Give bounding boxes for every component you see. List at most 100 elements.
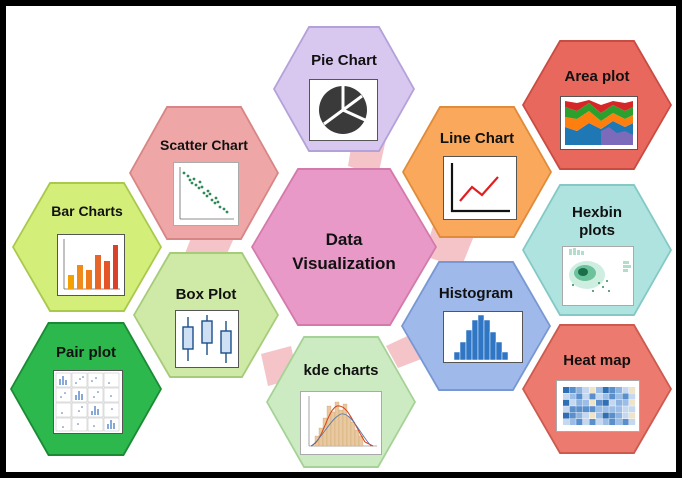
heatmap-cell [602,419,609,425]
node-histogram-label: Histogram [438,285,514,302]
heatmap-cell [576,419,583,425]
center-title-line1: Data [325,230,363,249]
heatmap-cell [563,412,570,419]
heatmap-cell [622,419,629,425]
heatmap-cell [629,406,636,413]
kde-charts-thumbnail [300,391,382,455]
heatmap-cell [582,406,589,413]
heatmap-cell [589,387,596,393]
heatmap-cell [589,399,596,406]
heatmap-cell [576,399,583,406]
node-area-plot-label: Area plot [564,68,630,85]
heatmap-cell [589,393,596,400]
heatmap-cell [615,393,622,400]
heatmap-cell [569,399,576,406]
heatmap-cell [609,412,616,419]
heatmap-cell [563,393,570,400]
heatmap-cell [602,399,609,406]
heatmap-cell [576,393,583,400]
node-scatter-chart-label: Scatter Chart [160,137,248,153]
heatmap-cell [615,399,622,406]
node-pie-chart-label: Pie Chart [311,52,377,69]
heatmap-cell [609,406,616,413]
node-hexbin-plots-label: Hexbin plots [522,204,672,240]
heatmap-cell [582,419,589,425]
heatmap-cell [609,393,616,400]
heatmap-cell [596,393,603,400]
heatmap-cell [615,412,622,419]
heatmap-cell [596,387,603,393]
heatmap-cell [615,406,622,413]
heatmap-cell [602,387,609,393]
heatmap-cell [602,406,609,413]
node-data-visualization: Data Visualization [251,168,437,326]
node-line-chart-label: Line Chart [439,130,515,147]
pair-plot-thumbnail [53,370,123,434]
heatmap-cell [576,406,583,413]
node-kde-charts-label: kde charts [303,362,379,379]
scatter-chart-thumbnail [173,162,239,226]
node-heat-map-label: Heat map [563,352,631,369]
line-chart-thumbnail [443,156,517,220]
hexbin-line2: plots [579,222,615,239]
heatmap-cell [629,399,636,406]
heatmap-cell [615,387,622,393]
heatmap-cell [602,393,609,400]
heatmap-cell [589,419,596,425]
pie-chart-thumbnail [309,79,378,141]
node-bar-charts-label: Bar Charts [51,203,123,219]
heatmap-cell [563,406,570,413]
box-plot-thumbnail [175,310,239,368]
heatmap-cell [622,412,629,419]
node-kde-charts: kde charts [266,336,416,468]
connector-box-scatter [184,238,234,256]
diagram-canvas: Pie Chart Scatter Chart [6,6,676,472]
heatmap-cell [582,387,589,393]
heatmap-cell [629,412,636,419]
area-plot-thumbnail [560,96,638,150]
node-line-chart: Line Chart [402,106,552,238]
heatmap-cell [629,393,636,400]
heatmap-cell [569,387,576,393]
center-title-line2: Visualization [292,254,396,273]
heatmap-cell [622,393,629,400]
heatmap-cell [622,399,629,406]
heatmap-cell [596,412,603,419]
heatmap-cell [569,393,576,400]
heatmap-cell [563,419,570,425]
node-box-plot-label: Box Plot [175,286,237,303]
heatmap-cell [596,419,603,425]
node-pair-plot: Pair plot [10,322,162,456]
heatmap-cell [582,412,589,419]
heatmap-cell [563,399,570,406]
bar-charts-thumbnail [57,234,125,296]
heatmap-cell [589,406,596,413]
histogram-thumbnail [443,311,523,363]
heatmap-cell [569,412,576,419]
heat-map-thumbnail [556,380,640,432]
heatmap-cell [602,412,609,419]
hexbin-line1: Hexbin [571,204,622,221]
node-pair-plot-label: Pair plot [55,344,116,361]
heatmap-cell [622,387,629,393]
heatmap-cell [582,393,589,400]
node-hexbin-plots: Hexbin plots [522,184,672,316]
heatmap-cell [589,412,596,419]
node-area-plot: Area plot [522,40,672,170]
hexbin-plots-thumbnail [562,246,634,306]
heatmap-cell [563,387,570,393]
heatmap-cell [596,406,603,413]
heatmap-cell [609,387,616,393]
heatmap-cell [576,412,583,419]
heatmap-cell [569,406,576,413]
heatmap-cell [609,419,616,425]
heatmap-cell [576,387,583,393]
heatmap-cell [629,419,636,425]
heatmap-cell [615,419,622,425]
heatmap-cell [569,419,576,425]
heatmap-cell [629,387,636,393]
center-title: Data Visualization [251,228,437,276]
heatmap-cell [582,399,589,406]
heatmap-cell [609,399,616,406]
heatmap-cell [596,399,603,406]
